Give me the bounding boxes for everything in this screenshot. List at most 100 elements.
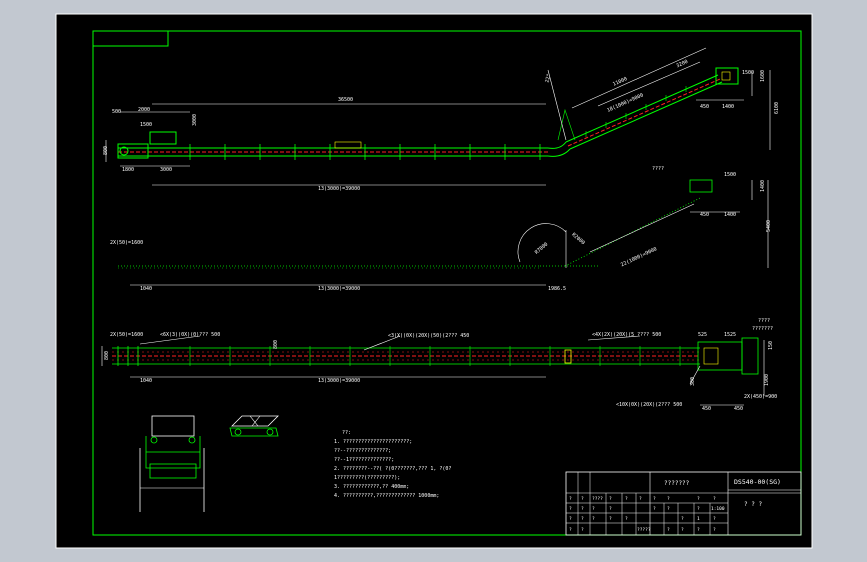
elev-dim-13000: 13(3000)=39000 — [318, 186, 360, 192]
tb-cell: ? — [625, 496, 628, 502]
tb-cell: ? — [625, 516, 628, 522]
sec-dim-1040: 1040 — [140, 286, 152, 292]
notes-line-7: 4. ??????????,????????????? 1000mm; — [334, 493, 439, 499]
plan-dim-13000: 13(3000)=39000 — [318, 378, 360, 384]
sec-top-note: ???? — [652, 166, 664, 172]
elev-dim-36500: 36500 — [338, 97, 353, 103]
tb-cell: ? — [592, 506, 595, 512]
elev-dim-3000v: 3000 — [192, 114, 198, 126]
elev-dim-incline-3200: 3200 — [676, 59, 689, 69]
notes-line-2: ??--??????????????; — [334, 448, 391, 454]
title-block-id: DS540-00(SG) — [734, 478, 781, 486]
plan-dim-1040: 1040 — [140, 378, 152, 384]
elev-dim-left-v: 800 — [103, 146, 109, 155]
plan-dim-mid-v: 800 — [273, 340, 279, 349]
elev-dim-top-1500: 1500 — [742, 70, 754, 76]
tb-cell: ? — [681, 516, 684, 522]
tb-cell: ? — [653, 496, 656, 502]
notes-heading: ??: — [342, 430, 351, 436]
tb-cell: ? — [667, 506, 670, 512]
tb-cell: 1:100 — [711, 506, 725, 512]
plan-dim-150: 150 — [768, 341, 774, 350]
technical-notes: ??: 1. ??????????????????????; ??--?????… — [334, 430, 451, 499]
elev-dim-1500: 1500 — [140, 122, 152, 128]
plan-beam-a: <6X(3)(0X)(0)??? 500 — [160, 332, 220, 338]
elev-dim-incline-total: 11000 — [612, 76, 628, 88]
notes-line-5: 1?????????(?????????); — [334, 475, 400, 481]
elev-dim-3000: 3000 — [160, 167, 172, 173]
plan-dim-525: 525 — [698, 332, 707, 338]
sec-dim-top-450: 450 — [700, 212, 709, 218]
tb-cell: ? — [581, 506, 584, 512]
tb-cell: 1 — [697, 516, 700, 522]
tb-cell: ? — [569, 516, 572, 522]
sec-dim-13000: 13(3000)=39000 — [318, 286, 360, 292]
elev-dim-top-1400: 1400 — [722, 104, 734, 110]
title-block-row-2: ? ? ? ? ? ? 1 ? — [569, 516, 716, 522]
notes-line-6: 3. ????????????,?? 400mm; — [334, 484, 409, 490]
tb-cell: ? — [581, 527, 584, 533]
tb-cell: ? — [681, 527, 684, 533]
tb-cell: ???? — [592, 496, 603, 502]
sec-dim-right-1400: 1400 — [760, 180, 766, 192]
tb-cell: ? — [713, 516, 716, 522]
tb-cell: ? — [713, 496, 716, 502]
tb-cell: ? — [592, 516, 595, 522]
plan-right-note2: ??????? — [752, 326, 773, 332]
tb-cell: ? — [609, 506, 612, 512]
notes-line-4: 2. ????????--??( ?(0???????,??? 1, ?(0? — [334, 466, 451, 472]
plan-dim-left-v: 800 — [104, 351, 110, 360]
plan-beam-b: <3(X)(0X)(20X)(50)(2??? 450 — [388, 333, 469, 339]
elevation-view: 500 2000 1500 3000 1800 3000 800 36500 1… — [103, 47, 780, 192]
title-block: ??????? DS540-00(SG) ? ? ? ? ? ???? ? ? … — [565, 471, 802, 536]
tb-cell: ? — [569, 527, 572, 533]
title-block-row-1: ? ? ? ? ? ? ? 1:100 — [569, 506, 725, 512]
tb-cell: ? — [697, 506, 700, 512]
plan-beam-c: <4X(2X)(20X)(5 ???? 500 — [592, 332, 661, 338]
tb-cell: ? — [667, 527, 670, 533]
plan-dim-1900: 1900 — [764, 374, 770, 386]
elev-dim-1800: 1800 — [122, 167, 134, 173]
drawing-border — [92, 30, 802, 536]
notes-line-1: 1. ??????????????????????; — [334, 439, 412, 445]
sec-dim-top-1500: 1500 — [724, 172, 736, 178]
elev-dim-right-1600: 1600 — [760, 70, 766, 82]
plan-dim-2450: 2X(450)=900 — [744, 394, 777, 400]
sec-dim-top-1400: 1400 — [724, 212, 736, 218]
tb-cell: ? — [653, 506, 656, 512]
elev-dim-500: 500 — [112, 109, 121, 115]
tb-cell: ? — [581, 496, 584, 502]
sec-left-note: 2X(50)=1600 — [110, 240, 143, 246]
sec-dim-1986: 1986.5 — [548, 286, 566, 292]
title-block-row-3: ? ? ????? ? ? ? ? — [569, 527, 716, 533]
title-block-row-0: ? ? ???? ? ? ? ? ? ? ? — [569, 496, 716, 502]
drawing-sheet — [55, 13, 813, 549]
tb-cell: ? — [697, 496, 700, 502]
plan-bottom-note: <10X(0X)(20X)(2??? 500 — [616, 402, 682, 408]
elev-dim-top-450: 450 — [700, 104, 709, 110]
elev-dim-right-6100: 6100 — [774, 102, 780, 114]
idler-detail — [229, 415, 279, 437]
tb-cell: ? — [609, 516, 612, 522]
tb-cell: ? — [639, 496, 642, 502]
plan-dim-450b: 450 — [734, 406, 743, 412]
notes-line-3: ??--1??????????????; — [334, 457, 394, 463]
tb-cell: ? — [667, 496, 670, 502]
corner-label-box — [92, 30, 169, 47]
tb-cell: ? — [609, 496, 612, 502]
plan-dim-300: 300 — [690, 377, 696, 386]
plan-dim-1525: 1525 — [724, 332, 736, 338]
sec-dim-right-5400: 5400 — [766, 220, 772, 232]
elev-dim-2000: 2000 — [138, 107, 150, 113]
plan-dim-450a: 450 — [702, 406, 711, 412]
plan-view: 2X(50)=1600 <6X(3)(0X)(0)??? 500 <3(X)(0… — [101, 318, 777, 412]
tb-cell: ? — [569, 496, 572, 502]
plan-right-note: ???? — [758, 318, 770, 324]
tb-cell: ????? — [637, 527, 651, 533]
tb-cell: ? — [697, 527, 700, 533]
tb-cell: ? — [713, 527, 716, 533]
title-block-sub: ? ? ? — [744, 501, 762, 508]
tb-cell: ? — [581, 516, 584, 522]
tb-cell: ? — [569, 506, 572, 512]
